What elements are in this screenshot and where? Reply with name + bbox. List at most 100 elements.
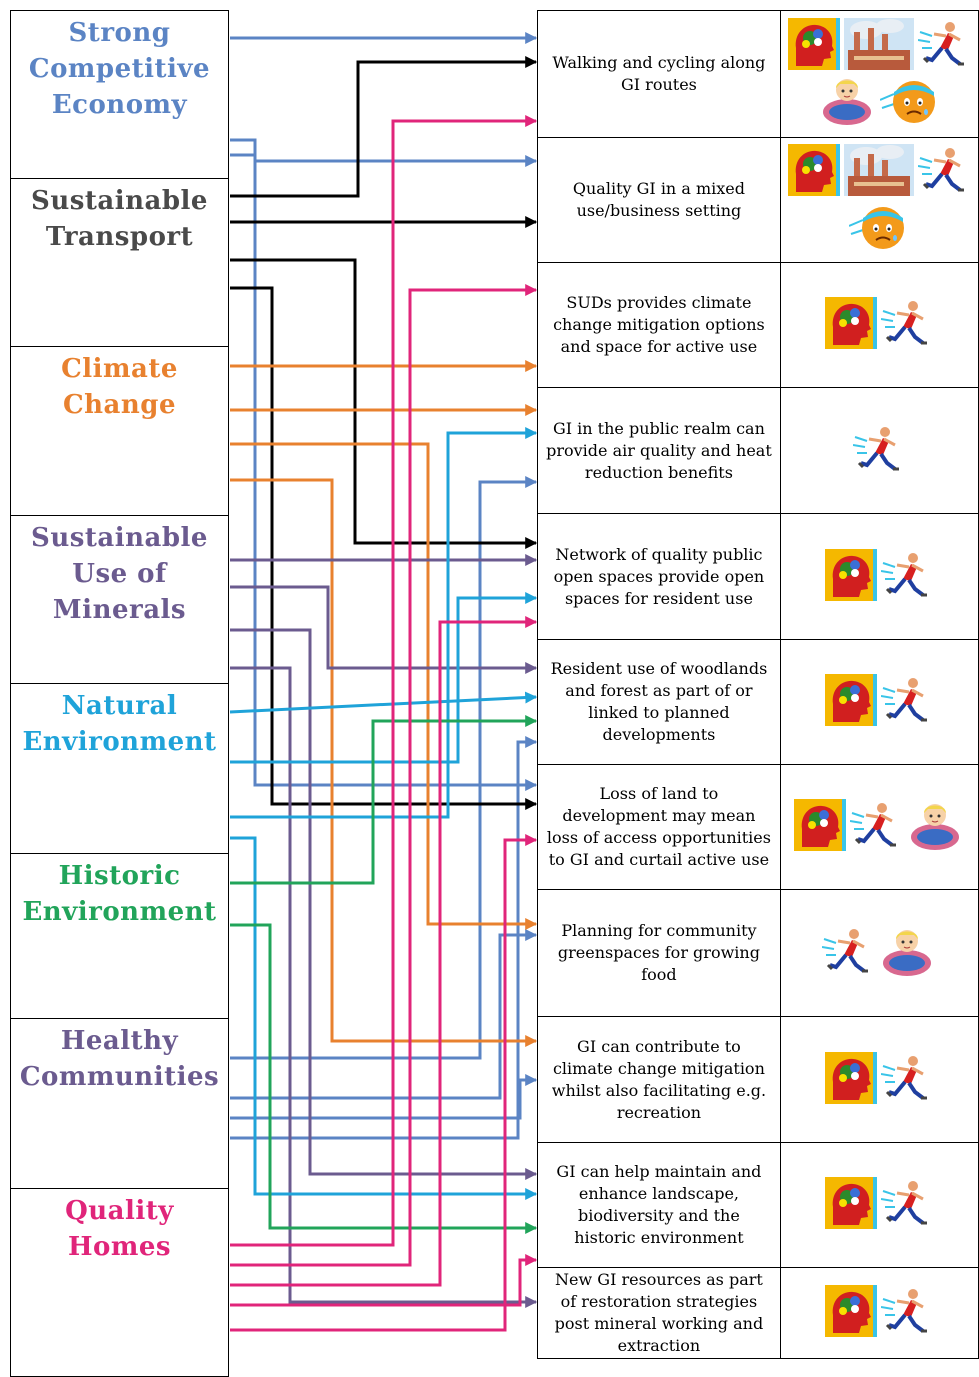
connector-arrow [230,153,538,791]
connector-arrow [230,929,538,1100]
category-label: Sustainable Use of Minerals [31,523,208,625]
connector-arrow [230,284,538,1267]
brain-icon [788,144,841,200]
outcome-row: Resident use of woodlands and forest as … [537,639,979,765]
outcome-description: Walking and cycling along GI routes [537,10,781,138]
brain-icon [825,548,878,605]
outcome-description: Loss of land to development may mean los… [537,764,781,890]
category-label: Sustainable Transport [31,186,208,252]
runner-icon [918,18,970,74]
overweight-child-icon [818,74,876,130]
outcome-icons [779,513,979,640]
outcome-icons [779,1142,979,1268]
outcome-icons [779,10,979,138]
outcome-description: Resident use of woodlands and forest as … [537,639,781,765]
connector-arrow [230,286,538,810]
factory-icon [844,144,915,200]
outcome-description: Network of quality public open spaces pr… [537,513,781,640]
outcome-icons [779,764,979,890]
outcome-icons [779,387,979,514]
connector-arrow [230,138,538,167]
category-label: Climate Change [61,354,178,420]
runner-icon [822,925,874,981]
category-box: Sustainable Use of Minerals [10,515,229,684]
category-box: Historic Environment [10,853,229,1019]
outcome-icons [779,262,979,388]
factory-icon [844,18,915,74]
runner-icon [881,549,933,605]
connector-arrow [230,427,538,819]
connector-arrow [230,585,538,674]
outcome-row: Network of quality public open spaces pr… [537,513,979,640]
category-label: Natural Environment [22,691,217,757]
outcome-description: GI can contribute to climate change miti… [537,1016,781,1143]
connector-arrow [230,1074,538,1120]
brain-icon [788,18,841,74]
runner-icon [881,1285,933,1341]
connector-arrow [230,836,538,1200]
outcomes-table: Walking and cycling along GI routes Qual… [537,10,979,1359]
brain-icon [825,1051,878,1108]
connector-arrow [230,56,538,198]
category-box: Natural Environment [10,683,229,854]
connector-arrow [230,616,538,1287]
outcome-description: New GI resources as part of restoration … [537,1267,781,1359]
runner-icon [881,1177,933,1233]
outcome-icons [779,889,979,1017]
outcome-icons [779,1016,979,1143]
category-box: Climate Change [10,346,229,516]
runner-icon [853,423,905,479]
connector-arrow [230,628,538,1180]
runner-icon [918,144,970,200]
outcome-description: Planning for community greenspaces for g… [537,889,781,1017]
category-box: Healthy Communities [10,1018,229,1189]
runner-icon [881,297,933,353]
outcome-description: SUDs provides climate change mitigation … [537,262,781,388]
connector-arrow [230,442,538,930]
outcome-row: New GI resources as part of restoration … [537,1267,979,1359]
connector-arrow [230,666,538,1308]
category-label: Historic Environment [22,861,217,927]
connector-arrow [229,691,538,714]
connector-arrow [230,258,538,549]
overweight-child-icon [878,925,936,981]
outcome-row: GI can help maintain and enhance landsca… [537,1142,979,1268]
outcome-row: SUDs provides climate change mitigation … [537,262,979,388]
category-label: Strong Competitive Economy [28,18,211,120]
runner-icon [850,799,902,855]
brain-icon [825,674,878,730]
category-label: Healthy Communities [19,1026,220,1092]
runner-icon [881,1052,933,1108]
outcome-icons [779,137,979,263]
connector-arrow [230,834,538,1332]
connector-arrow [230,115,538,1247]
category-box: Sustainable Transport [10,178,229,347]
outcome-row: Quality GI in a mixed use/business setti… [537,137,979,263]
brain-icon [825,1177,878,1233]
connector-arrow [230,736,538,1140]
category-box: Strong Competitive Economy [10,10,229,179]
outcome-description: GI can help maintain and enhance landsca… [537,1142,781,1268]
connector-arrow [230,715,538,885]
sick-face-icon [849,200,909,256]
outcome-icons [779,639,979,765]
outcome-description: Quality GI in a mixed use/business setti… [537,137,781,263]
category-box: Quality Homes [10,1188,229,1377]
connector-arrow [230,923,538,1234]
brain-icon [825,297,878,353]
connector-arrow [230,592,538,764]
outcome-row: Planning for community greenspaces for g… [537,889,979,1017]
brain-icon [794,799,847,855]
outcome-icons [779,1267,979,1359]
brain-icon [825,1285,878,1341]
connector-arrow [230,476,538,1060]
connector-arrow [230,1254,538,1307]
overweight-child-icon [906,799,964,855]
runner-icon [881,674,933,730]
outcome-row: GI in the public realm can provide air q… [537,387,979,514]
outcome-row: GI can contribute to climate change miti… [537,1016,979,1143]
outcome-description: GI in the public realm can provide air q… [537,387,781,514]
category-label: Quality Homes [65,1196,174,1262]
outcome-row: Walking and cycling along GI routes [537,10,979,138]
